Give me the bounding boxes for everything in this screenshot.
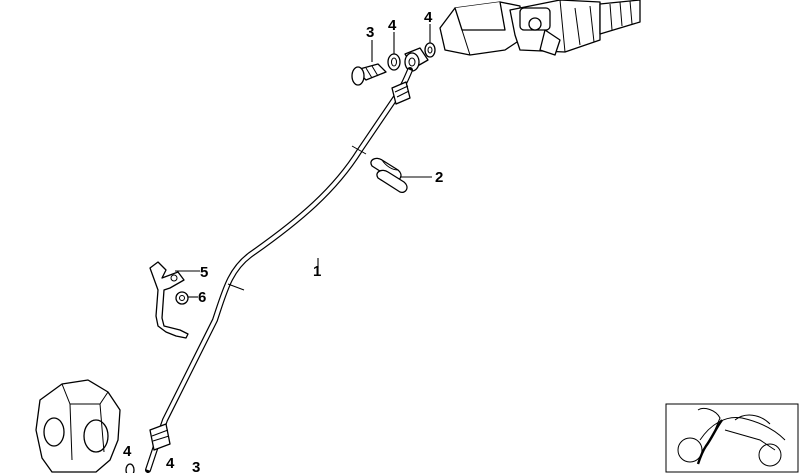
motorcycle-locator-thumbnail — [665, 403, 799, 473]
callout-3-top: 3 — [366, 24, 374, 41]
callout-4-bottom-right: 4 — [166, 455, 175, 472]
callout-3-bottom: 3 — [192, 459, 200, 473]
sealing-ring-top-right — [424, 42, 436, 58]
banjo-bolt-top — [351, 63, 387, 86]
callout-6: 6 — [198, 289, 206, 306]
callout-4-bottom-left: 4 — [123, 443, 132, 460]
brake-caliper — [35, 379, 135, 473]
nut — [175, 291, 189, 305]
callout-2: 2 — [435, 169, 443, 186]
banjo-fitting-top — [404, 47, 429, 72]
callout-4-top-right: 4 — [424, 9, 433, 26]
line-holder — [149, 261, 189, 339]
callout-5: 5 — [200, 264, 208, 281]
leader-lines — [175, 24, 432, 298]
hose-clip — [370, 157, 408, 193]
sealing-ring-top-left — [387, 53, 401, 71]
master-cylinder — [439, 0, 641, 56]
callout-1: 1 — [313, 263, 321, 280]
callout-4-top-left: 4 — [388, 17, 397, 34]
brake-line — [145, 67, 413, 473]
